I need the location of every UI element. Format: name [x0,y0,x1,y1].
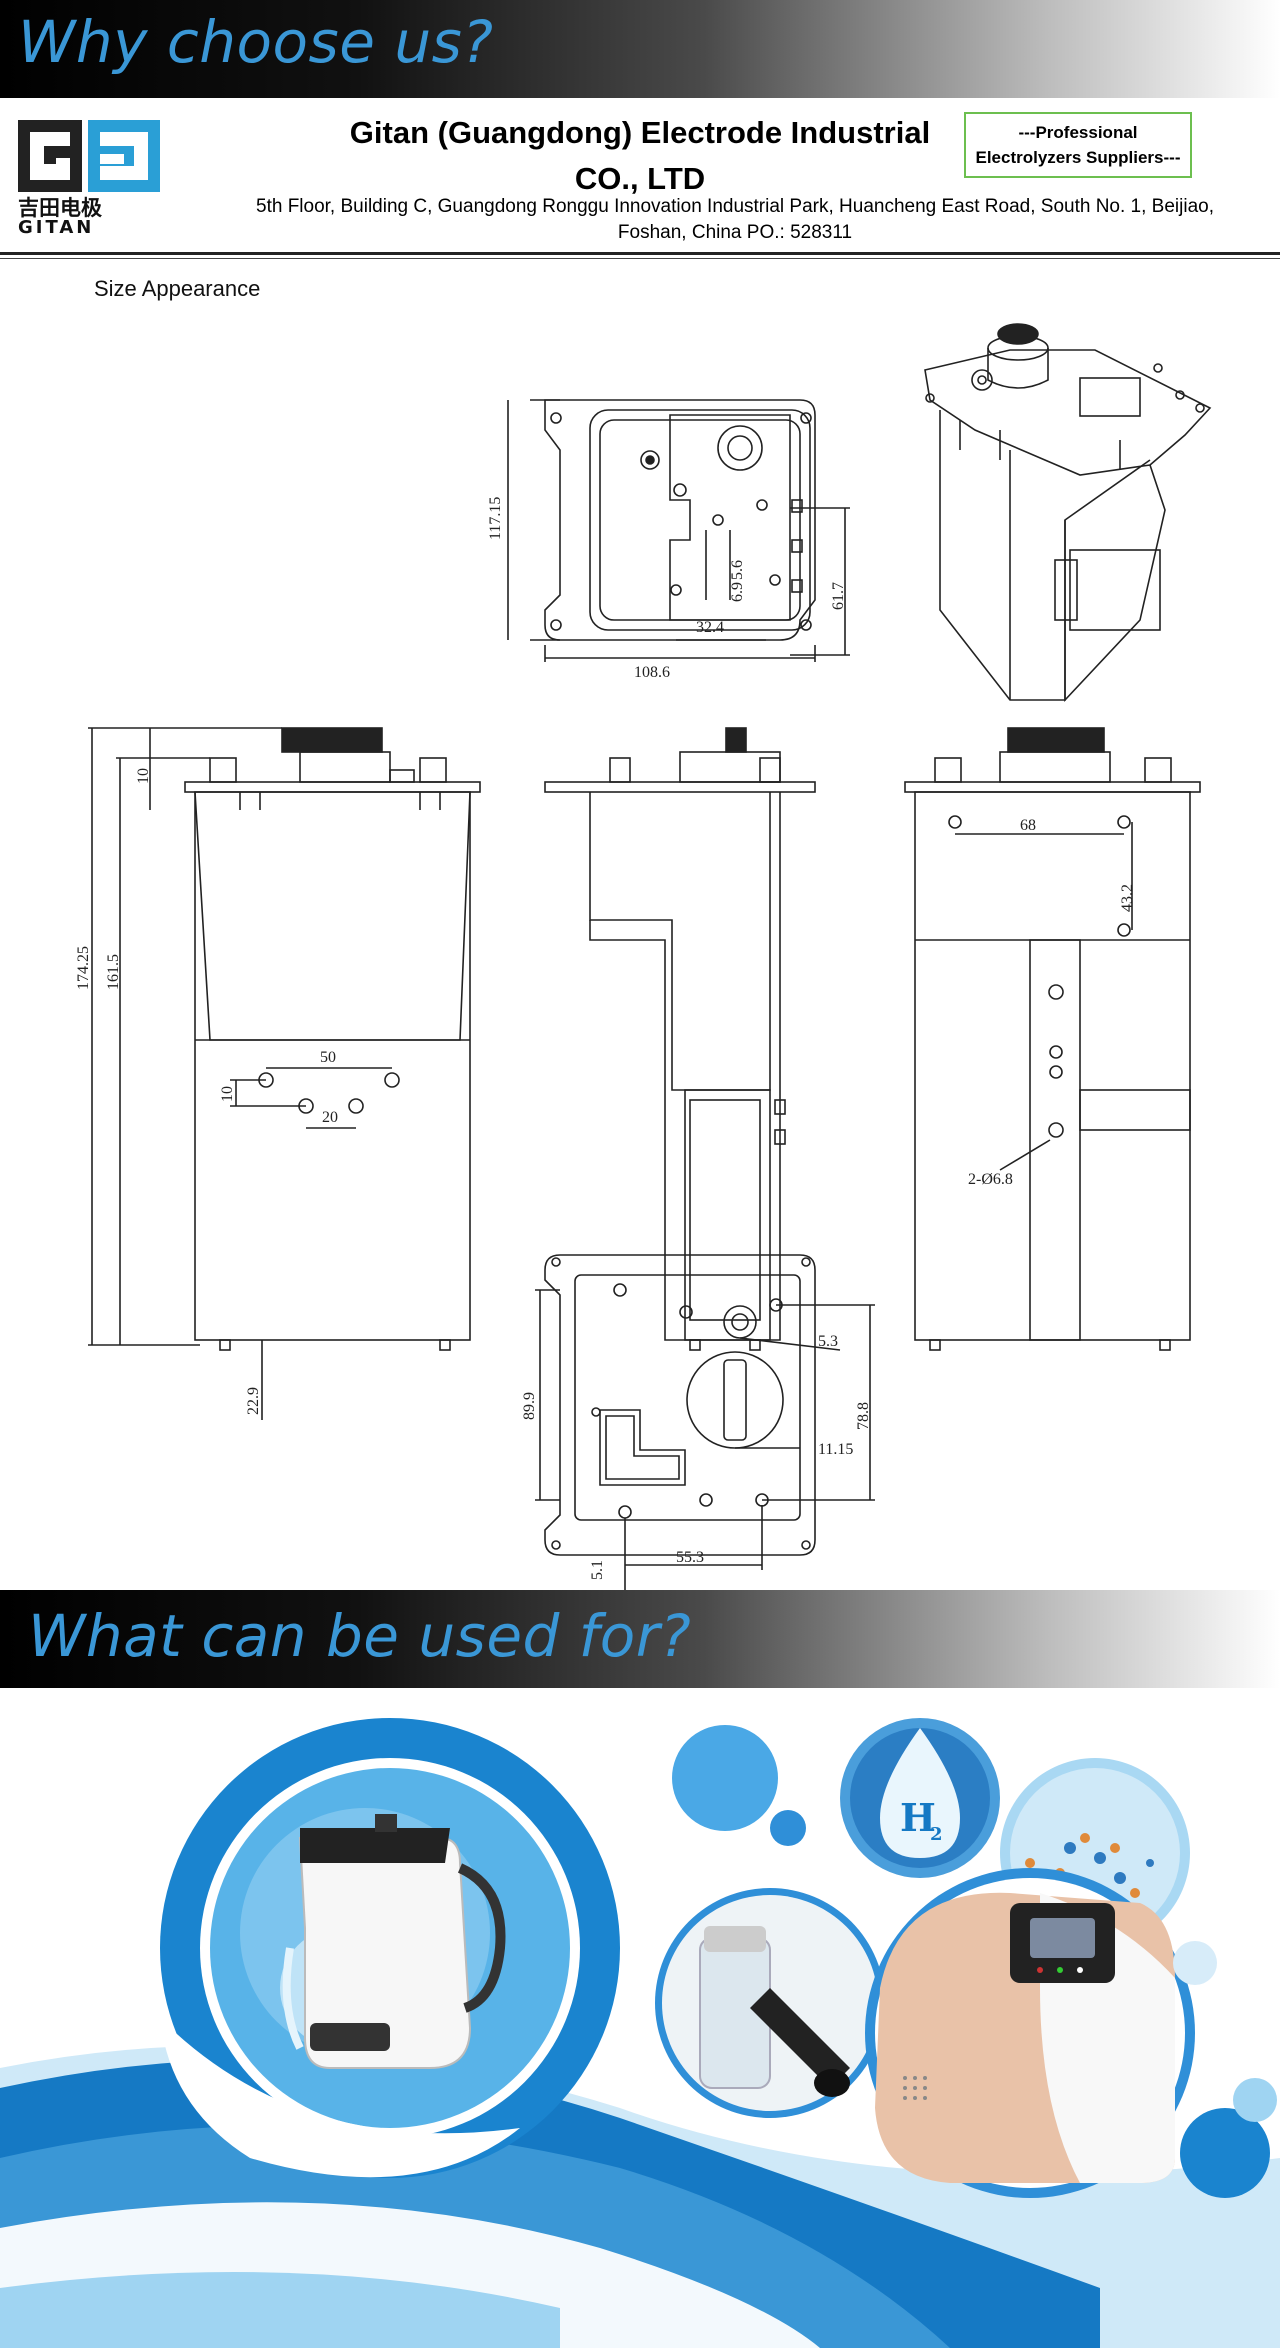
kettle-circle [160,1718,620,2178]
dim-side-vert: 43.2 [1119,884,1136,912]
bubble-small [770,1810,806,1846]
dim-front-bottom: 22.9 [245,1387,262,1415]
dim-front-hole-gap: 50 [320,1049,336,1066]
bottom-view-drawing [535,1254,875,1590]
dim-bottom-b: 11.15 [818,1441,853,1458]
edge-bubble-2 [1180,2108,1270,2198]
dim-bottom-a: 5.3 [818,1333,838,1350]
dim-top-right: 61.7 [830,582,847,610]
why-choose-us-title: Why choose us? [18,8,494,76]
dim-side-holes: 68 [1020,817,1036,834]
hydrogen-machine-circle [865,1868,1195,2198]
address-line1: 5th Floor, Building C, Guangdong Ronggu … [256,196,1214,217]
dim-top-height: 117.15 [487,497,504,540]
size-appearance-label: Size Appearance [94,276,261,301]
dim-top-inner-b: 6.9 [729,582,746,602]
company-address: 5th Floor, Building C, Guangdong Ronggu … [230,194,1240,246]
top-view-drawing [507,399,850,662]
gitan-logo: 吉田电极 GITAN [16,118,164,238]
kettle-body [298,1837,472,2069]
company-name-line1: Gitan (Guangdong) Electrode Industrial [349,115,931,150]
header-divider-thin [0,258,1280,259]
isometric-view-drawing [924,323,1212,703]
dim-top-width: 108.6 [634,664,670,681]
dim-front-total: 174.25 [75,946,92,990]
technical-drawings: 117.15 108.6 61.7 5.6 6.9 32.4 [0,300,1280,1590]
dim-front-hole-w: 20 [322,1109,338,1126]
svg-text:GITAN: GITAN [18,217,94,234]
dim-bottom-right: 78.8 [855,1402,872,1430]
h2-label: H [900,1795,936,1840]
bottle-circle [655,1888,885,2118]
dim-bottom-w: 55.3 [676,1549,704,1566]
rear-view-drawing [904,727,1201,1351]
side-view-drawing [544,727,816,1351]
usage-banner: What can be used for? [0,1590,1280,1688]
edge-bubble-1 [1173,1941,1217,1985]
bubble-large [672,1725,778,1831]
dim-bottom-small: 5.1 [589,1560,606,1580]
svg-text:吉田电极: 吉田电极 [18,196,103,220]
supplier-badge: ---Professional Electrolyzers Suppliers-… [964,112,1192,178]
usage-title: What can be used for? [28,1602,692,1670]
h2-subscript: 2 [930,1824,943,1845]
dim-top-inner-a: 5.6 [729,560,746,580]
why-choose-us-banner: Why choose us? [0,0,1280,98]
supplier-badge-line1: ---Professional [1018,123,1138,142]
dim-bottom-height: 89.9 [521,1392,538,1420]
company-name: Gitan (Guangdong) Electrode Industrial C… [310,110,970,202]
dim-front-hole-v: 10 [219,1086,236,1102]
h2-circle: H 2 [840,1718,1000,1878]
edge-bubble-3 [1233,2078,1277,2122]
dim-front-body: 161.5 [105,954,122,990]
header-divider [0,252,1280,255]
supplier-badge-line2: Electrolyzers Suppliers--- [975,148,1181,167]
front-view-drawing [88,727,481,1420]
dim-side-dia: 2-Ø6.8 [968,1171,1013,1188]
company-name-line2: CO., LTD [574,161,706,196]
address-line2: Foshan, China PO.: 528311 [617,222,853,243]
dim-top-inner-w: 32.4 [696,619,724,636]
company-header: 吉田电极 GITAN Gitan (Guangdong) Electrode I… [0,100,1280,260]
usage-illustration: H 2 [0,1688,1280,2348]
dim-front-top: 10 [135,768,152,784]
